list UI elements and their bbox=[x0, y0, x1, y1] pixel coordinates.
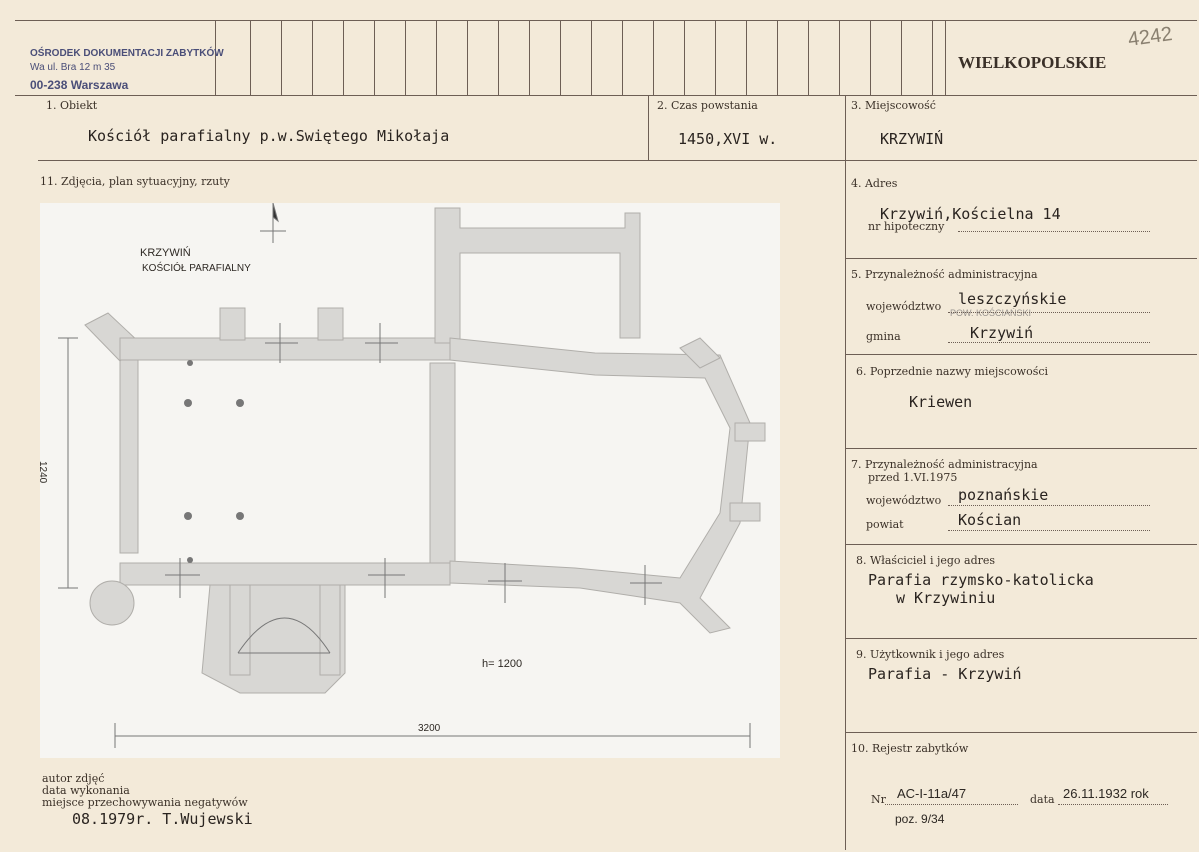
tick-divider bbox=[560, 20, 561, 95]
floor-plan-drawing bbox=[58, 202, 766, 748]
woj-value: leszczyńskie bbox=[958, 290, 1067, 308]
poprzednie-value: Kriewen bbox=[909, 393, 973, 411]
tick-divider bbox=[374, 20, 375, 95]
rejestr-label: 10. Rejestr zabytków bbox=[851, 742, 969, 755]
obiekt-label: 1. Obiekt bbox=[46, 99, 98, 112]
adres-value: Krzywiń,Kościelna 14 bbox=[880, 205, 1061, 223]
tick-divider bbox=[901, 20, 902, 95]
tick-divider bbox=[498, 20, 499, 95]
tick-divider bbox=[312, 20, 313, 95]
row1-bottom bbox=[38, 160, 1197, 161]
tick-divider bbox=[839, 20, 840, 95]
row1-div1 bbox=[648, 95, 649, 160]
tick-divider bbox=[467, 20, 468, 95]
poz-value: poz. 9/34 bbox=[895, 812, 945, 826]
plan-width-label: 3200 bbox=[418, 723, 441, 734]
hipoteczny-label: nr hipoteczny bbox=[868, 220, 945, 233]
wlasciciel-label: 8. Właściciel i jego adres bbox=[856, 554, 996, 567]
header-bottom-border bbox=[15, 95, 1197, 96]
tick-divider bbox=[250, 20, 251, 95]
main-column-divider bbox=[845, 95, 846, 850]
uzytkownik-value: Parafia - Krzywiń bbox=[868, 665, 1022, 683]
tick-divider bbox=[653, 20, 654, 95]
obiekt-value: Kościół parafialny p.w.Swiętego Mikołaja bbox=[88, 127, 450, 145]
uzytkownik-bottom bbox=[845, 732, 1197, 733]
adres-label: 4. Adres bbox=[851, 177, 898, 190]
powiat-value: Kościan bbox=[958, 511, 1022, 529]
tick-divider bbox=[529, 20, 530, 95]
wlasciciel-line2: w Krzywiniu bbox=[896, 589, 996, 607]
tick-divider bbox=[622, 20, 623, 95]
plan-height-label: h= 1200 bbox=[482, 658, 523, 670]
nr-value: AC-I-11a/47 bbox=[897, 786, 967, 801]
data-label: data wykonania bbox=[42, 784, 130, 797]
region-box-left bbox=[945, 20, 946, 95]
miejsce-label: miejsce przechowywania negatywów bbox=[42, 796, 248, 809]
file-number: 4242 bbox=[1126, 23, 1174, 51]
przed1975-bottom bbox=[845, 544, 1197, 545]
gmina-value: Krzywiń bbox=[970, 324, 1034, 342]
tick-divider bbox=[343, 20, 344, 95]
tick-divider bbox=[281, 20, 282, 95]
woj75-line bbox=[948, 505, 1150, 506]
region-title: WIELKOPOLSKIE bbox=[958, 53, 1107, 72]
credit-values: 08.1979r. T.Wujewski bbox=[72, 810, 253, 828]
floor-plan-image: KRZYWIŃ KOŚCIÓŁ PARAFIALNY h= 1200 3200 … bbox=[37, 202, 780, 758]
poprzednie-label: 6. Poprzednie nazwy miejscowości bbox=[856, 365, 1049, 378]
woj-line bbox=[948, 312, 1150, 313]
header-left-divider bbox=[215, 20, 216, 95]
plan-depth-label: 1240 bbox=[37, 461, 48, 484]
tick-divider bbox=[591, 20, 592, 95]
przynaleznosc-label: 5. Przynależność administracyjna bbox=[851, 268, 1038, 281]
przed1975-label2: przed 1.VI.1975 bbox=[868, 471, 958, 484]
wlasciciel-bottom bbox=[845, 638, 1197, 639]
autor-label: autor zdjęć bbox=[42, 772, 105, 785]
tick-divider bbox=[715, 20, 716, 95]
czas-label: 2. Czas powstania bbox=[657, 99, 758, 112]
data-rejestr-line bbox=[1058, 804, 1168, 805]
plan-title-line-1: KRZYWIŃ bbox=[140, 247, 191, 259]
zdjecia-label: 11. Zdjęcia, plan sytuacyjny, rzuty bbox=[40, 175, 230, 188]
stamp-line-2: Wa ul. Bra 12 m 35 bbox=[30, 62, 116, 73]
plan-title-line-2: KOŚCIÓŁ PARAFIALNY bbox=[142, 263, 251, 274]
nr-label: Nr bbox=[871, 793, 886, 806]
tick-divider bbox=[436, 20, 437, 95]
woj75-value: poznańskie bbox=[958, 486, 1049, 504]
hipoteczny-line bbox=[958, 231, 1150, 232]
gmina-label: gmina bbox=[866, 330, 901, 343]
pow-stamp: POW. KOŚCIAŃSKI bbox=[950, 308, 1032, 318]
przyn-bottom bbox=[845, 354, 1197, 355]
tick-divider bbox=[808, 20, 809, 95]
woj-label: województwo bbox=[866, 300, 942, 313]
tick-divider bbox=[405, 20, 406, 95]
tick-divider bbox=[684, 20, 685, 95]
data-rejestr-value: 26.11.1932 rok bbox=[1063, 786, 1149, 801]
tick-divider bbox=[777, 20, 778, 95]
czas-value: 1450,XVI w. bbox=[678, 130, 778, 148]
top-border bbox=[15, 20, 1197, 21]
data-rejestr-label: data bbox=[1030, 793, 1055, 806]
stamp-line-1: OŚRODEK DOKUMENTACJI ZABYTKÓW bbox=[30, 48, 224, 59]
tick-divider bbox=[932, 20, 933, 95]
poprzednie-bottom bbox=[845, 448, 1197, 449]
gmina-line bbox=[948, 342, 1150, 343]
uzytkownik-label: 9. Użytkownik i jego adres bbox=[856, 648, 1005, 661]
nr-line bbox=[885, 804, 1018, 805]
przed1975-label: 7. Przynależność administracyjna bbox=[851, 458, 1038, 471]
adres-bottom bbox=[845, 258, 1197, 259]
miejscowosc-value: KRZYWIŃ bbox=[880, 130, 944, 148]
stamp-line-3: 00-238 Warszawa bbox=[30, 78, 129, 92]
tick-divider bbox=[746, 20, 747, 95]
powiat-label: powiat bbox=[866, 518, 904, 531]
tick-divider bbox=[870, 20, 871, 95]
miejscowosc-label: 3. Miejscowość bbox=[851, 99, 936, 112]
woj75-label: województwo bbox=[866, 494, 942, 507]
wlasciciel-line1: Parafia rzymsko-katolicka bbox=[868, 571, 1094, 589]
powiat-line bbox=[948, 530, 1150, 531]
